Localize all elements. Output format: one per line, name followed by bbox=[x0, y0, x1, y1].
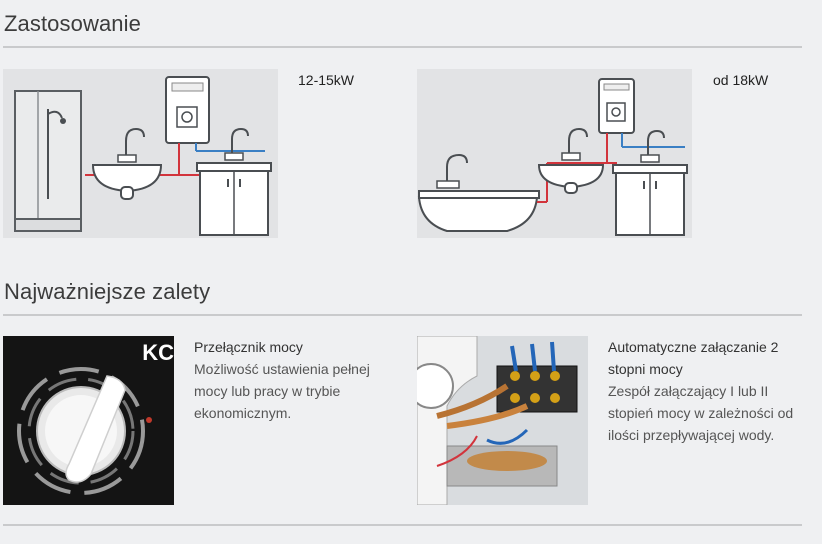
power-knob-image bbox=[3, 336, 174, 505]
divider bbox=[3, 46, 802, 48]
power-label-large: od 18kW bbox=[713, 72, 769, 88]
advantage-title: Automatyczne załączanie 2 stopni mocy bbox=[608, 339, 779, 377]
power-label-small: 12-15kW bbox=[298, 72, 355, 88]
electrical-components-image bbox=[417, 336, 588, 505]
advantage-title: Przełącznik mocy bbox=[194, 339, 303, 355]
divider bbox=[3, 524, 802, 526]
auto-switching-photo bbox=[417, 336, 588, 505]
advantage-auto-switching: Automatyczne załączanie 2 stopni mocy Ze… bbox=[608, 336, 808, 446]
section-title-advantages: Najważniejsze zalety bbox=[4, 279, 211, 304]
section-title-application: Zastosowanie bbox=[4, 11, 141, 36]
brand-text: KC bbox=[142, 340, 174, 365]
divider bbox=[3, 314, 802, 316]
installation-diagram-bathtub-sinks bbox=[417, 69, 692, 238]
installation-illustration bbox=[417, 78, 688, 236]
advantage-power-switch: Przełącznik mocy Możliwość ustawienia pe… bbox=[194, 336, 394, 424]
installation-illustration bbox=[14, 76, 272, 236]
advantage-description: Zespół załączający I lub II stopień mocy… bbox=[608, 383, 794, 443]
installation-diagram-shower-sinks bbox=[3, 69, 278, 238]
advantage-description: Możliwość ustawienia pełnej mocy lub pra… bbox=[194, 361, 370, 421]
power-switch-photo: KC bbox=[3, 336, 174, 505]
